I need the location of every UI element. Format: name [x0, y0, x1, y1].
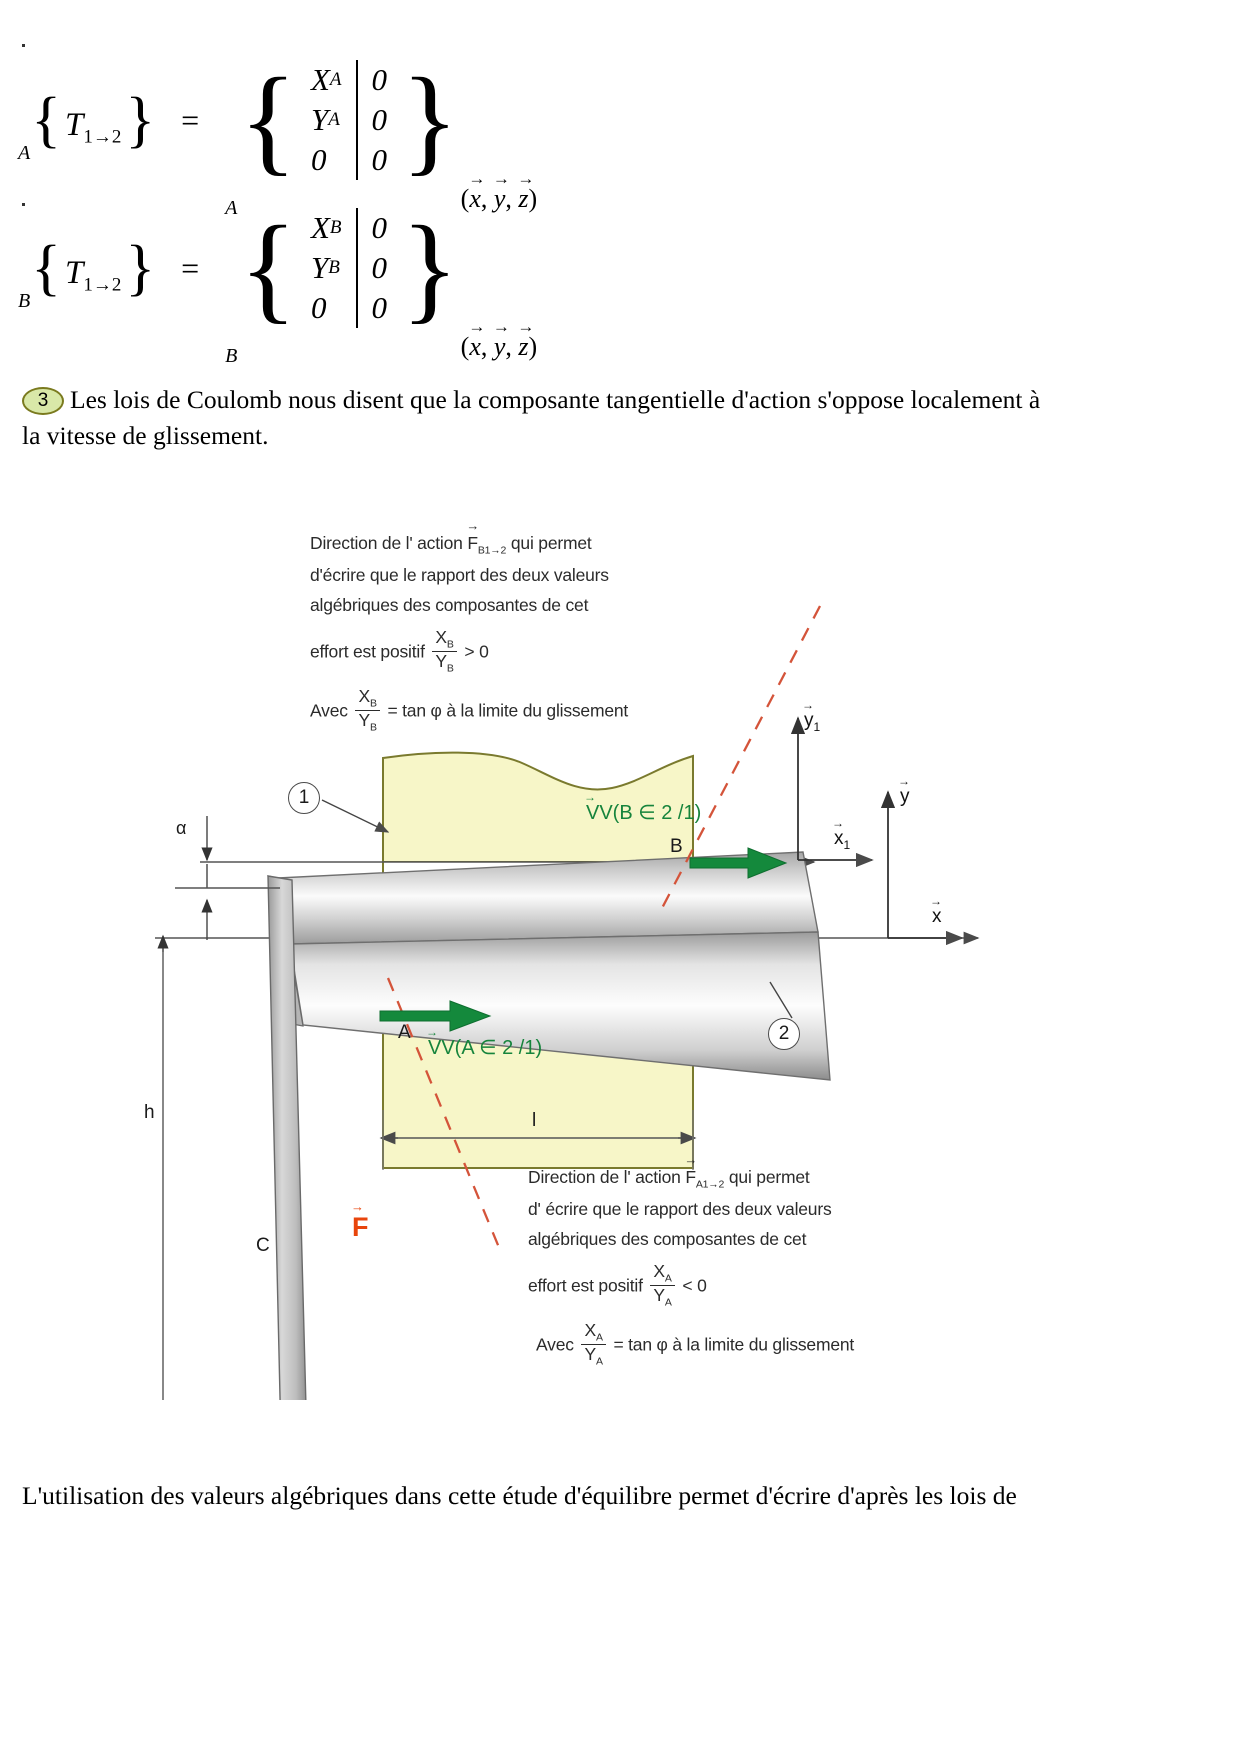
part1-upper-block	[382, 751, 694, 863]
matrix-a: A { XA YA 0 0 0 0 } (x, y, z)	[225, 53, 537, 219]
point-label-c: C	[256, 1235, 270, 1256]
point-label-a: A	[398, 1022, 411, 1043]
matrix-a-point: A	[225, 197, 238, 219]
torseur-a-name: T1→2	[64, 107, 122, 148]
basis-b: (x, y, z)	[461, 317, 538, 362]
torseur-b-point: B	[18, 290, 31, 312]
brace-right: }	[125, 86, 156, 154]
part-number-1: 1	[288, 782, 320, 814]
anno-top-line-4: effort est positif XB YB > 0	[310, 626, 489, 676]
torseur-b-prefix: B { T1→2 }	[18, 234, 156, 312]
velocity-arrow-a	[379, 1000, 492, 1032]
stray-dot-a	[22, 44, 25, 47]
ratio-fraction: XB YB	[355, 686, 380, 735]
paragraph-line-2: la vitesse de glissement.	[22, 421, 269, 451]
ratio-fraction: XA YA	[650, 1261, 675, 1310]
stray-dot-b	[22, 203, 25, 206]
anno-bot-line-2: d' écrire que le rapport des deux valeur…	[528, 1198, 832, 1219]
slip-line-upper	[658, 605, 822, 913]
mechanics-diagram: Direction de l' action FB1→2 qui permet …	[0, 470, 1240, 1400]
matrix-b-point: B	[225, 345, 238, 367]
part-number-2: 2	[768, 1018, 800, 1050]
footer-paragraph: L'utilisation des valeurs algébriques da…	[22, 1481, 1017, 1510]
brace-left: {	[31, 86, 61, 154]
anno-top-line-3: algébriques des composantes de cet	[310, 594, 589, 615]
anno-bot-line-4: effort est positif XA YA < 0	[528, 1260, 707, 1310]
matrix-b-col2: 0 0 0	[355, 208, 402, 328]
velocity-label-b: VV(B ∈ 2 /1)	[584, 790, 701, 825]
velocity-label-a: VV(A ∈ 2 /1)	[426, 1025, 542, 1060]
force-vector-symbol: F	[684, 1149, 696, 1192]
matrix-cell: 0	[371, 101, 388, 137]
leader-part1	[321, 799, 390, 833]
anno-top-line-2: d'écrire que le rapport des deux valeurs	[310, 564, 609, 585]
torseur-a-point: A	[18, 142, 31, 164]
diagram-svg	[155, 605, 980, 1400]
alpha-label: α	[176, 818, 187, 838]
ratio-fraction: XB YB	[432, 627, 457, 676]
anno-bot-line-5: Avec XA YA = tan φ à la limite du glisse…	[536, 1320, 855, 1369]
axis-label-x1: x1	[832, 816, 850, 852]
matrix-cell: 0	[371, 61, 388, 97]
torseur-a-prefix: A { T1→2 }	[18, 86, 156, 164]
item-number-badge: 3	[22, 387, 64, 415]
anno-bot-line-3: algébriques des composantes de cet	[528, 1228, 807, 1249]
force-label: F	[351, 1199, 368, 1243]
axis-label-y1: y1	[802, 698, 820, 734]
equals-sign-b: =	[181, 249, 200, 286]
paragraph-line-1: Les lois de Coulomb nous disent que la c…	[70, 385, 1041, 414]
h-label: h	[144, 1102, 155, 1123]
matrix-cell: 0	[310, 141, 327, 177]
matrix-b: B { XB YB 0 0 0 0 } (x, y, z)	[225, 201, 537, 367]
matrix-cell: 0	[371, 141, 388, 177]
torseur-b-name: T1→2	[64, 255, 122, 296]
brace-right: }	[125, 234, 156, 302]
equals-sign-a: =	[181, 101, 200, 138]
ratio-fraction: XA YA	[581, 1320, 606, 1369]
brace-left: {	[31, 234, 61, 302]
matrix-cell: 0	[371, 249, 388, 285]
axis-label-x: x	[930, 894, 941, 928]
axis-label-y: y	[898, 774, 909, 808]
matrix-brace-left: {	[239, 201, 297, 335]
leader-part2	[769, 981, 793, 1019]
matrix-cell: 0	[371, 289, 388, 325]
velocity-arrow-b	[689, 847, 788, 879]
matrix-brace-left: {	[239, 53, 297, 187]
anno-bot-line-1: Direction de l' action FA1→2 qui permet	[528, 1149, 854, 1194]
matrix-a-col2: 0 0 0	[355, 60, 402, 180]
l-label: l	[532, 1110, 537, 1131]
matrix-cell: 0	[371, 209, 388, 245]
matrix-brace-right: }	[401, 53, 459, 187]
anno-top-line-5: Avec XB YB = tan φ à la limite du glisse…	[310, 686, 629, 735]
matrix-cell: 0	[310, 289, 327, 325]
lever-bar	[267, 875, 307, 1400]
annotation-top: Direction de l' action FB1→2 qui permet …	[310, 515, 629, 736]
point-label-b: B	[670, 836, 683, 857]
force-vector-symbol: F	[466, 515, 478, 558]
anno-top-line-1: Direction de l' action FB1→2 qui permet	[310, 515, 628, 560]
basis-a: (x, y, z)	[461, 169, 538, 214]
annotation-bottom: Direction de l' action FA1→2 qui permet …	[528, 1149, 855, 1370]
matrix-brace-right: }	[401, 201, 459, 335]
